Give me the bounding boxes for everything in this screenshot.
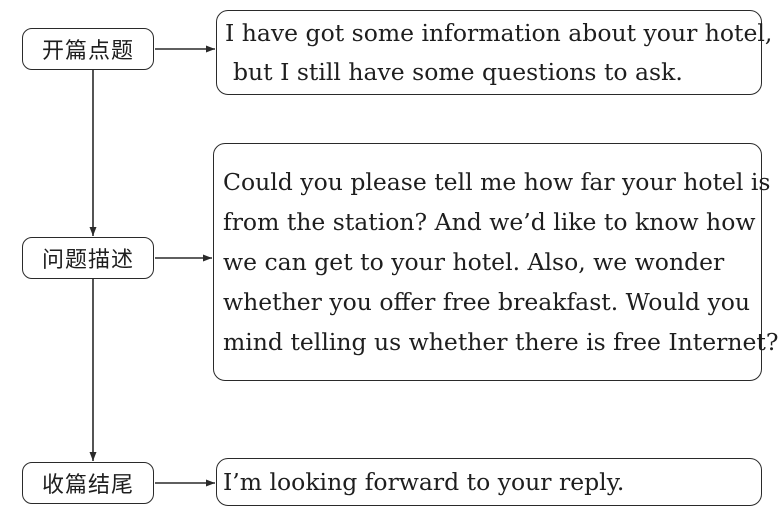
stage-content-closing: I’m looking forward to your reply.: [216, 458, 762, 506]
stage-content-opening: I have got some information about your h…: [216, 10, 773, 95]
content-line: Could you please tell me how far your ho…: [223, 168, 771, 196]
stage-content-questions: Could you please tell me how far your ho…: [213, 143, 779, 381]
stage-label-opening: 开篇点题: [22, 28, 154, 70]
content-line: mind telling us whether there is free In…: [223, 328, 779, 356]
stage-label-closing: 收篇结尾: [22, 462, 154, 504]
content-line: whether you offer free breakfast. Would …: [223, 288, 751, 316]
stage-label-questions: 问题描述: [22, 237, 154, 279]
content-line: but I still have some questions to ask.: [233, 58, 683, 86]
content-line: we can get to your hotel. Also, we wonde…: [223, 248, 725, 276]
content-line: I have got some information about your h…: [225, 19, 773, 47]
content-line: I’m looking forward to your reply.: [223, 468, 625, 496]
content-line: from the station? And we’d like to know …: [223, 208, 756, 236]
